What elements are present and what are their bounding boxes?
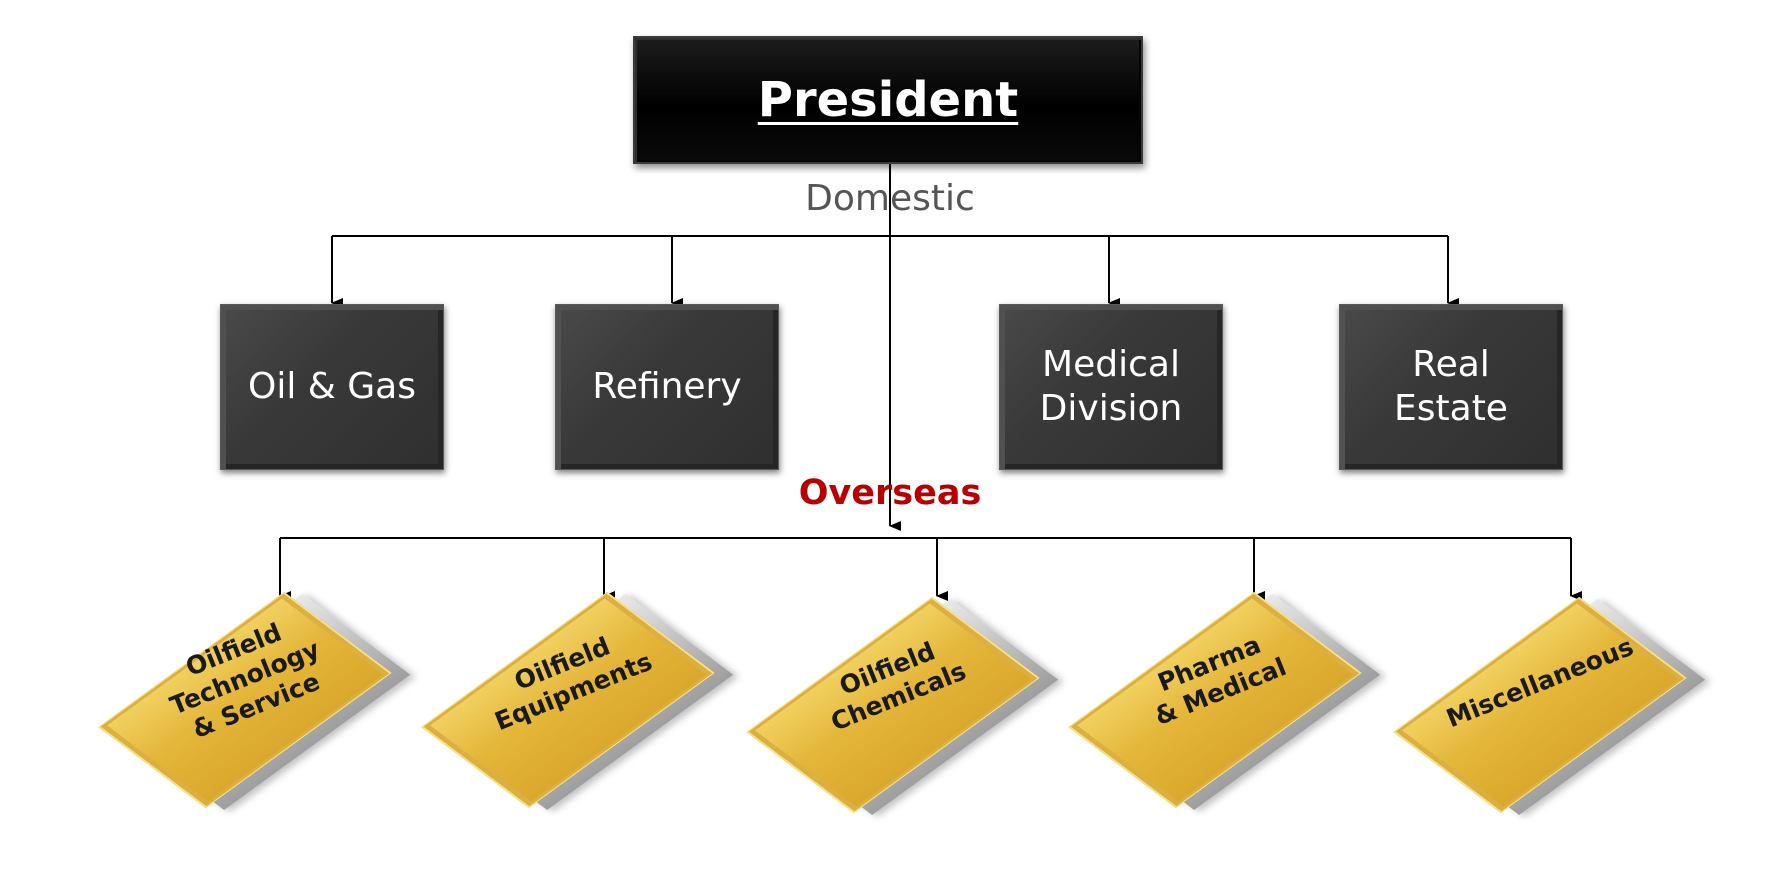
president-label: President bbox=[757, 72, 1019, 128]
domestic-box-real-estate: Real Estate bbox=[1339, 304, 1563, 470]
domestic-box-label: Refinery bbox=[592, 366, 742, 407]
domestic-label: Domestic bbox=[805, 178, 975, 219]
domestic-box-label: Oil & Gas bbox=[247, 366, 416, 407]
domestic-box-label: Real Estate bbox=[1394, 344, 1508, 429]
president-box: President bbox=[633, 36, 1143, 164]
overseas-label: Overseas bbox=[798, 473, 982, 513]
domestic-box-refinery: Refinery bbox=[555, 304, 779, 470]
domestic-box-oil-gas: Oil & Gas bbox=[220, 304, 444, 470]
domestic-box-label: Medical Division bbox=[1039, 344, 1183, 429]
domestic-box-medical-division: Medical Division bbox=[999, 304, 1223, 470]
